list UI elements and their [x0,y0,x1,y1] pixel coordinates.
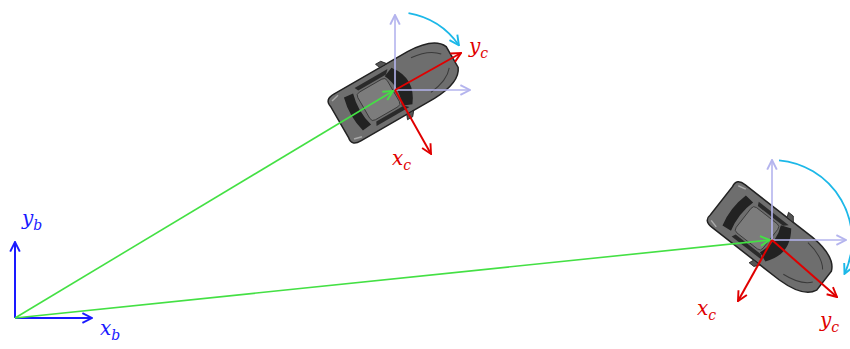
car-x-axis [738,240,772,301]
reference-axis [395,89,470,91]
reference-axis [772,239,846,241]
car-x-axis [395,90,431,154]
axis-label: yb [22,208,42,228]
rotation-arc [409,13,459,45]
position-vector [15,240,770,318]
base-y-axis [14,242,16,318]
axis-label: xc [697,298,716,318]
reference-axis [771,160,773,240]
reference-axis [394,15,396,90]
axis-label: xb [100,318,120,338]
axis-label: yc [469,36,488,56]
car-y-axis [395,53,461,90]
axis-label: xc [392,148,411,168]
position-vector [15,91,393,318]
axis-label: yc [820,310,839,330]
car-y-axis [772,240,837,297]
